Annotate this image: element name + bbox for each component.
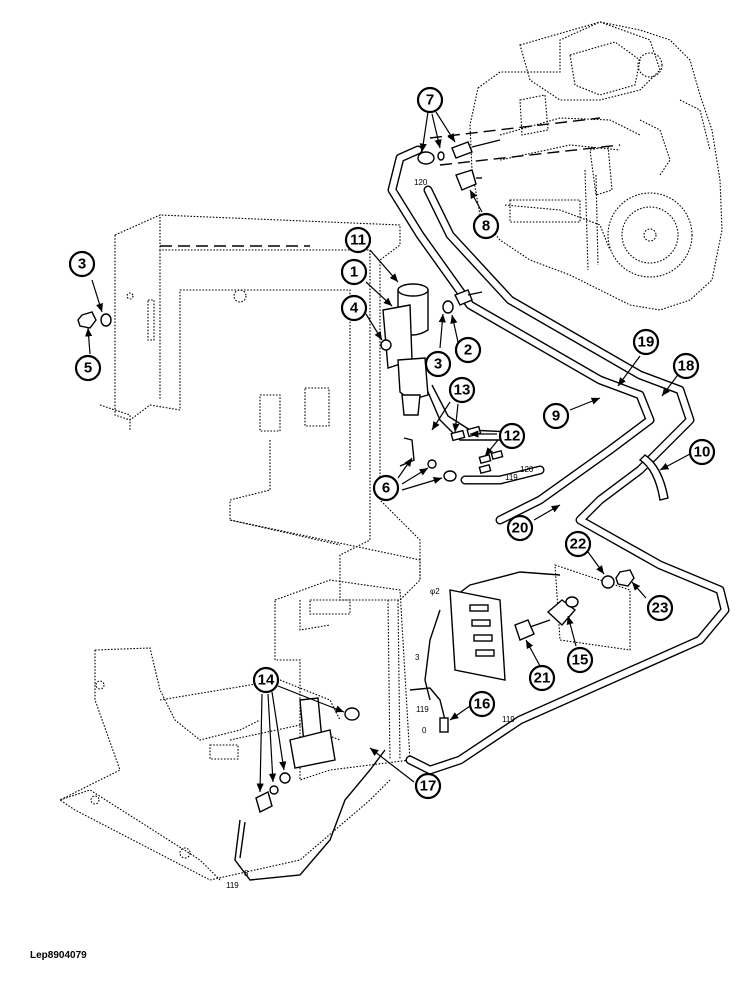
callout-label: 20	[512, 520, 529, 537]
alignment-line	[439, 144, 621, 166]
callout-label: 21	[534, 670, 551, 687]
nut-part	[77, 311, 112, 329]
wire-label: 120	[414, 178, 428, 187]
callout-label: 13	[454, 382, 471, 399]
wiring-harness	[234, 145, 730, 881]
callout-4: 4	[340, 294, 368, 322]
switch-part	[255, 697, 360, 814]
callout-14: 14	[252, 666, 280, 694]
callout-7: 7	[416, 86, 444, 114]
fitting-part	[399, 437, 457, 482]
callout-3: 3	[68, 250, 96, 278]
callout-label: 1	[350, 264, 358, 281]
callout-18: 18	[672, 352, 700, 380]
leader-lines	[85, 111, 691, 793]
callout-label: 23	[652, 600, 669, 617]
callout-3b: 3	[424, 350, 452, 378]
callout-5: 5	[74, 354, 102, 382]
callout-11: 11	[344, 226, 372, 254]
cab-panel	[99, 214, 421, 601]
pin-label: φ2	[430, 587, 440, 596]
callout-16: 16	[468, 690, 496, 718]
wire-label: 3	[415, 653, 420, 662]
callout-label: 7	[426, 92, 434, 109]
wire-label: 0	[422, 726, 427, 735]
relay-unit	[380, 283, 429, 416]
callout-8: 8	[472, 212, 500, 240]
callout-label: 11	[350, 232, 366, 249]
callout-label: 17	[420, 778, 437, 795]
callout-23: 23	[646, 594, 674, 622]
wire-label: 119	[505, 473, 518, 482]
callout-label: 10	[694, 444, 711, 461]
callout-2: 2	[454, 336, 482, 364]
callout-label: 3	[78, 256, 86, 273]
mounting-hardware	[514, 569, 635, 641]
callout-label: 16	[474, 696, 491, 713]
callout-label: 6	[382, 480, 390, 497]
engine-outline	[469, 21, 723, 311]
callout-label: 15	[572, 652, 589, 669]
callout-label: 18	[678, 358, 695, 375]
wire-label: 3	[244, 869, 249, 878]
callout-6: 6	[372, 474, 400, 502]
callout-12: 12	[498, 422, 526, 450]
connector-part	[439, 717, 449, 733]
wire-label: 119	[416, 705, 429, 714]
callout-label: 2	[464, 342, 472, 359]
wire-label: 120	[520, 465, 534, 474]
control-console	[58, 579, 411, 881]
callout-label: 19	[638, 334, 655, 351]
callout-label: 12	[504, 428, 521, 445]
callout-20: 20	[506, 514, 534, 542]
alignment-line	[429, 117, 601, 139]
callout-label: 22	[570, 536, 587, 553]
callout-17: 17	[414, 772, 442, 800]
callout-label: 4	[350, 300, 359, 317]
callout-label: 8	[482, 218, 490, 235]
wire-label: 119	[226, 881, 239, 890]
callout-19: 19	[632, 328, 660, 356]
callout-9: 9	[542, 402, 570, 430]
callout-1: 1	[340, 258, 368, 286]
callout-21: 21	[528, 664, 556, 692]
callout-label: 5	[84, 360, 92, 377]
callout-label: 9	[552, 408, 560, 425]
sensor-part	[417, 139, 501, 191]
clip-part	[638, 454, 669, 501]
callout-10: 10	[688, 438, 716, 466]
callout-label: 14	[258, 672, 275, 689]
callout-13: 13	[448, 376, 476, 404]
wire-label: 119	[502, 715, 515, 724]
callout-15: 15	[566, 646, 594, 674]
bolt-part	[442, 289, 483, 314]
figure-reference-code: Lep8904079	[30, 950, 87, 961]
callout-22: 22	[564, 530, 592, 558]
callout-label: 3	[434, 356, 442, 373]
